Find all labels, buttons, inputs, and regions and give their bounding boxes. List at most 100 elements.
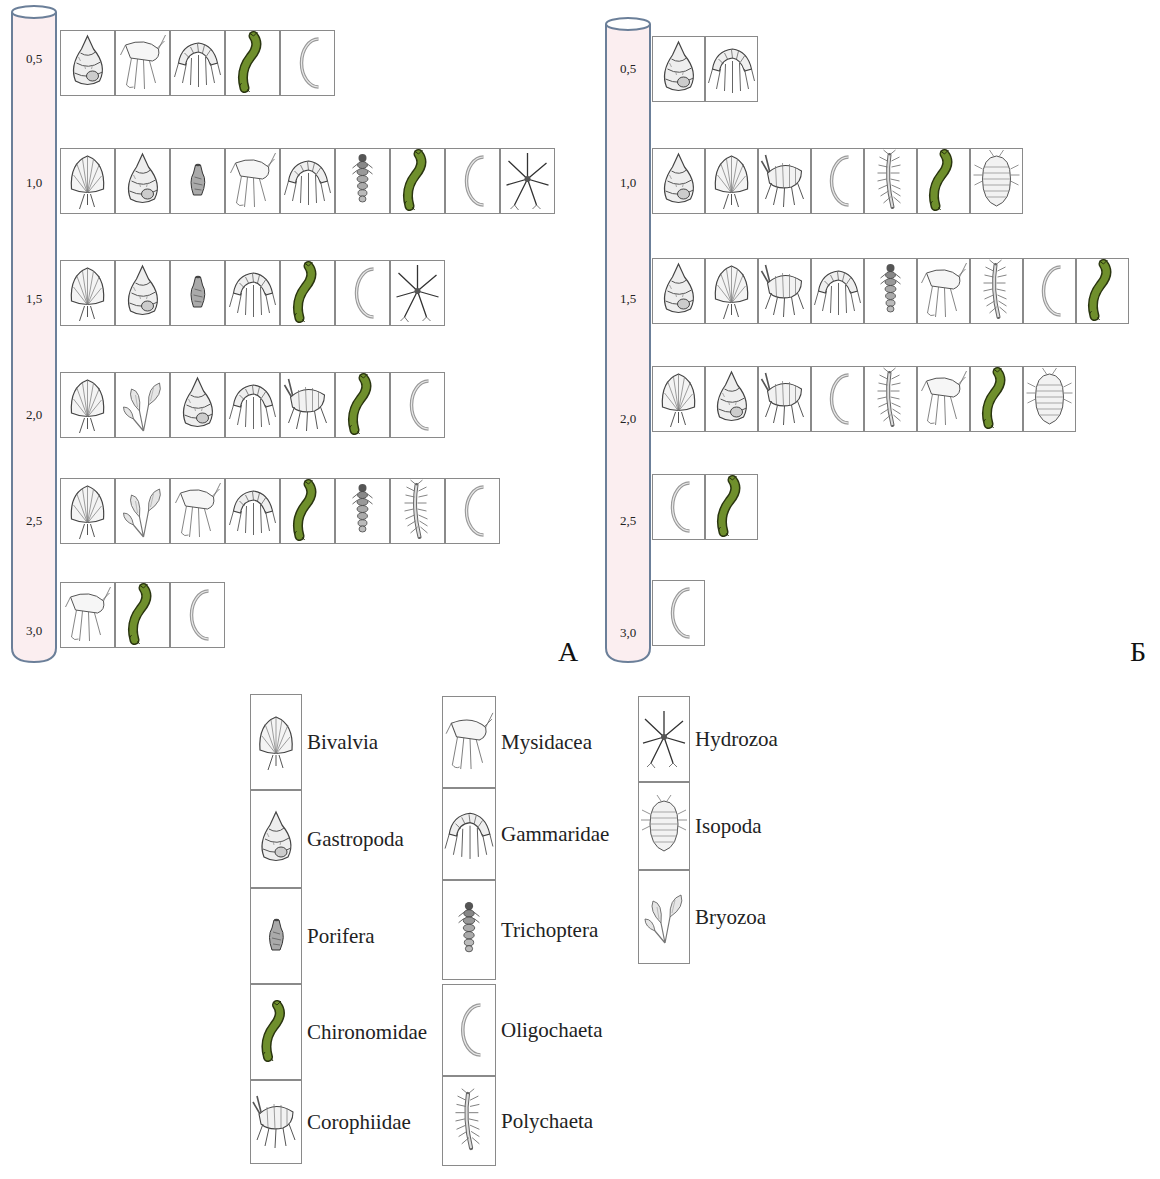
taxon-icon (970, 366, 1023, 432)
taxon-icon-glyph (673, 483, 690, 531)
taxon-icon (758, 148, 811, 214)
taxon-icon-glyph (665, 154, 694, 203)
depth-label: 3,0 (620, 625, 636, 640)
taxon-icon-art (706, 259, 757, 323)
legend-icon (638, 782, 690, 870)
taxon-icon-glyph (662, 374, 694, 427)
taxon-icon (758, 366, 811, 432)
taxon-icon (60, 30, 115, 96)
taxon-icon-glyph (71, 156, 103, 209)
taxon-icon-glyph (984, 260, 1007, 317)
taxon-icon (170, 478, 225, 544)
tube-a (12, 12, 56, 662)
depth-label: 1,0 (620, 175, 636, 190)
taxon-icon-glyph (665, 42, 694, 91)
taxon-icon (170, 582, 225, 648)
taxon-icon (390, 478, 445, 544)
taxon-icon-art (61, 583, 114, 647)
taxon-icon-glyph (815, 271, 861, 315)
taxon-icon (115, 372, 170, 438)
legend-icon-glyph (270, 919, 284, 950)
legend-text: Trichoptera (501, 918, 598, 942)
taxon-icon-art (391, 479, 444, 543)
taxon-icon (390, 260, 445, 326)
taxon-icon-glyph (507, 153, 549, 210)
taxon-icon-glyph (285, 161, 331, 205)
depth-label: 2,0 (26, 407, 42, 422)
taxon-icon (335, 372, 390, 438)
taxon-icon-glyph (230, 273, 276, 317)
legend-icon-glyph (446, 713, 493, 769)
taxon-icon-art (812, 259, 863, 323)
taxon-icon-glyph (1044, 267, 1061, 315)
taxon-icon (445, 478, 500, 544)
legend-icon (250, 984, 302, 1080)
taxon-icon (335, 478, 390, 544)
taxon-icon-art (706, 37, 757, 101)
taxon-icon-glyph (175, 43, 221, 87)
legend-icon (442, 696, 496, 788)
taxon-icon-art (171, 31, 224, 95)
taxon-icon-art (653, 581, 704, 645)
taxon-icon-art (865, 367, 916, 431)
legend-icon-art (639, 871, 689, 963)
taxon-icon-art (391, 149, 444, 213)
taxon-icon-art (281, 261, 334, 325)
legend-icon-glyph (645, 895, 682, 943)
taxon-icon (60, 260, 115, 326)
taxon-icon (811, 366, 864, 432)
taxon-icon-art (281, 31, 334, 95)
taxon-icon (225, 478, 280, 544)
taxon-icon-glyph (762, 155, 804, 207)
taxon-icon-art (116, 479, 169, 543)
taxon-icon (170, 260, 225, 326)
legend-icon-art (639, 783, 689, 869)
taxon-icon-glyph (231, 153, 276, 207)
depth-label: 2,5 (26, 513, 42, 528)
legend-icon-art (443, 697, 495, 787)
taxon-icon (280, 30, 335, 96)
taxon-icon-art (653, 149, 704, 213)
legend-text: Porifera (307, 924, 375, 948)
taxon-icon-art (61, 149, 114, 213)
taxon-icon-glyph (405, 150, 423, 210)
taxon-icon (335, 260, 390, 326)
taxon-icon-art (865, 149, 916, 213)
taxon-icon-art (226, 373, 279, 437)
taxon-icon-glyph (467, 157, 484, 205)
taxon-icon-glyph (74, 36, 103, 85)
taxon-icon-art (116, 261, 169, 325)
taxon-icon-art (281, 479, 334, 543)
legend-icon (250, 888, 302, 984)
taxon-icon-glyph (353, 154, 373, 202)
legend-icon-art (443, 881, 495, 979)
taxon-icon-art (1077, 259, 1128, 323)
legend-icon-art (251, 985, 301, 1079)
taxon-icon-art (1024, 259, 1075, 323)
taxon-icon (705, 258, 758, 324)
taxon-icon-art (281, 373, 334, 437)
taxon-icon-art (391, 261, 444, 325)
taxon-icon (60, 478, 115, 544)
taxon-icon-glyph (665, 264, 694, 313)
taxon-icon-glyph (191, 164, 205, 195)
legend-icon-glyph (455, 1089, 479, 1148)
taxon-icon (917, 148, 970, 214)
legend-icon (638, 696, 690, 782)
taxon-icon-art (61, 31, 114, 95)
taxon-icon (225, 260, 280, 326)
taxon-icon-glyph (922, 263, 967, 317)
depth-label: 1,0 (26, 175, 42, 190)
legend-icon (250, 694, 302, 790)
taxon-icon-glyph (350, 374, 368, 434)
taxon-icon-art (171, 583, 224, 647)
taxon-icon-art (1024, 367, 1075, 431)
legend-text: Bryozoa (695, 905, 766, 929)
taxon-icon-glyph (71, 486, 103, 539)
taxon-icon (652, 148, 705, 214)
taxon-icon-art (336, 479, 389, 543)
legend-icon-glyph (463, 1005, 481, 1055)
taxon-icon-art (171, 479, 224, 543)
taxon-icon (652, 474, 705, 540)
taxon-icon-art (971, 149, 1022, 213)
